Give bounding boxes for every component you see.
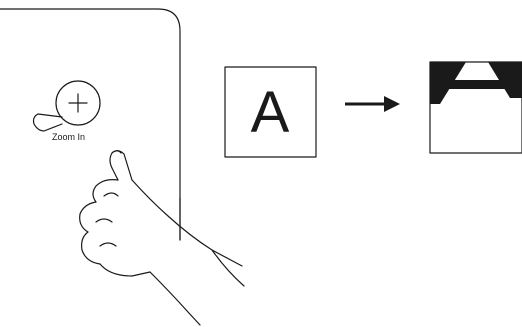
- right-arrow-icon: [345, 96, 400, 112]
- pointing-hand-icon: [79, 150, 245, 326]
- zoom-in-button[interactable]: Zoom In: [32, 80, 101, 142]
- after-panel: [429, 61, 522, 154]
- zoom-in-label: Zoom In: [52, 132, 85, 142]
- zoomed-letter-a-icon: [430, 62, 522, 104]
- zoom-in-magnifier-icon: [32, 80, 101, 132]
- before-panel-letter: A: [251, 80, 290, 145]
- device-frame-outline: [0, 8, 181, 241]
- before-panel: A: [224, 66, 317, 158]
